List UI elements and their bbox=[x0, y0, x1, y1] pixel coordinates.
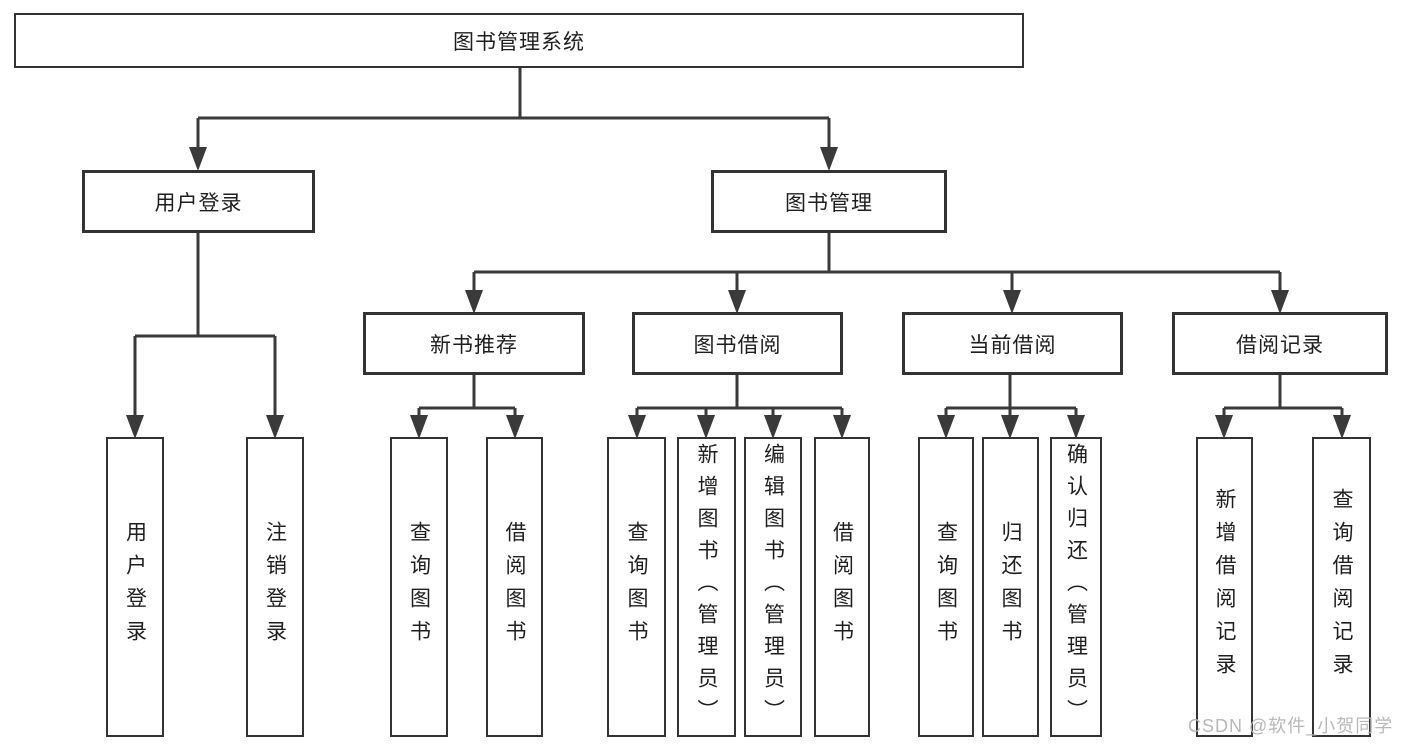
leaf-query-books-borrowing: 查询图书 bbox=[607, 437, 666, 737]
leaf-borrow-books-borrowing: 借阅图书 bbox=[814, 437, 870, 737]
arrowhead-down bbox=[764, 415, 782, 439]
arrowhead-down bbox=[1001, 415, 1019, 439]
arrowhead-down bbox=[728, 290, 746, 314]
node-user-login-branch: 用户登录 bbox=[82, 170, 315, 233]
node-book-borrowing: 图书借阅 bbox=[632, 312, 843, 375]
arrowhead-down bbox=[126, 415, 144, 439]
leaf-query-borrow-record: 查询借阅记录 bbox=[1312, 437, 1371, 737]
arrowhead-down bbox=[1067, 415, 1085, 439]
connector-borrowing-records bbox=[1222, 375, 1344, 420]
connector-current-borrowing bbox=[944, 375, 1078, 420]
leaf-add-books-admin: 新增图书（管理员） bbox=[677, 437, 736, 737]
arrowhead-down bbox=[1333, 415, 1351, 439]
leaf-borrow-books-recommend: 借阅图书 bbox=[486, 437, 543, 737]
arrowhead-down bbox=[1215, 415, 1233, 439]
arrowhead-down bbox=[410, 415, 428, 439]
leaf-add-borrow-record: 新增借阅记录 bbox=[1196, 437, 1253, 737]
leaf-edit-books-admin: 编辑图书（管理员） bbox=[744, 437, 802, 737]
arrowhead-down bbox=[820, 147, 838, 171]
leaf-confirm-return-admin: 确认归还（管理员） bbox=[1050, 437, 1102, 737]
node-library-management-system: 图书管理系统 bbox=[14, 13, 1024, 68]
leaf-query-books-current: 查询图书 bbox=[918, 437, 974, 737]
arrowhead-down bbox=[465, 290, 483, 314]
csdn-watermark: CSDN @软件_小贺同学 bbox=[1188, 716, 1394, 736]
leaf-user-login: 用户登录 bbox=[106, 437, 164, 737]
arrowhead-down bbox=[628, 415, 646, 439]
connector-book-management bbox=[472, 233, 1282, 295]
connector-book-borrowing bbox=[635, 375, 844, 420]
arrowhead-down bbox=[1003, 290, 1021, 314]
arrowhead-down bbox=[506, 415, 524, 439]
connector-user-login bbox=[133, 233, 277, 420]
leaf-logout: 注销登录 bbox=[246, 437, 304, 737]
arrowhead-down bbox=[266, 415, 284, 439]
arrowhead-down bbox=[697, 415, 715, 439]
connector-segments bbox=[133, 68, 1344, 420]
node-borrowing-records: 借阅记录 bbox=[1172, 312, 1388, 375]
arrowheads bbox=[126, 147, 1351, 439]
node-book-management: 图书管理 bbox=[711, 170, 947, 233]
leaf-return-books: 归还图书 bbox=[982, 437, 1039, 737]
arrowhead-down bbox=[189, 147, 207, 171]
connector-root bbox=[196, 68, 831, 152]
arrowhead-down bbox=[833, 415, 851, 439]
connector-new-book bbox=[417, 375, 517, 420]
node-new-book-recommend: 新书推荐 bbox=[363, 312, 585, 375]
arrowhead-down bbox=[1271, 290, 1289, 314]
arrowhead-down bbox=[937, 415, 955, 439]
node-current-borrowing: 当前借阅 bbox=[902, 312, 1123, 375]
leaf-query-books-recommend: 查询图书 bbox=[390, 437, 448, 737]
